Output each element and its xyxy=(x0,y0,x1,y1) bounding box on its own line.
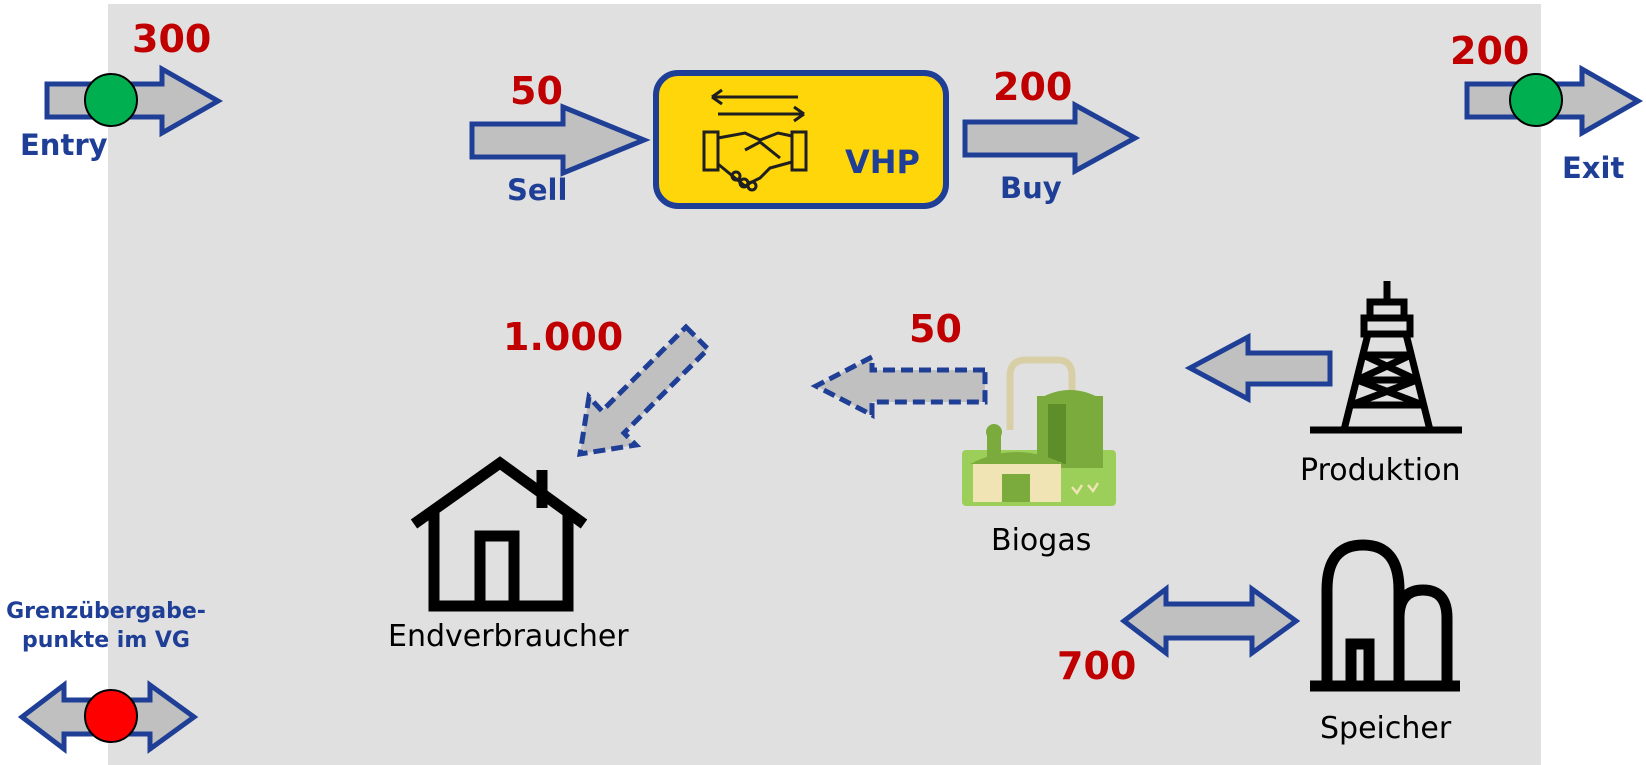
produktion-arrow xyxy=(1184,332,1333,404)
buy-value: 200 xyxy=(993,65,1073,109)
endverbraucher-arrow xyxy=(576,323,712,458)
border-point-status-red-icon xyxy=(84,689,138,743)
storage-tank-icon xyxy=(1310,539,1460,692)
drilling-rig-icon xyxy=(1310,281,1462,434)
sell-value: 50 xyxy=(510,69,563,113)
border-point-arrow xyxy=(17,679,199,755)
exit-arrow xyxy=(1464,64,1644,138)
exit-status-green-icon xyxy=(1509,73,1563,127)
buy-arrow xyxy=(962,100,1141,176)
sell-label: Sell xyxy=(507,173,568,207)
biogas-arrow xyxy=(810,352,988,420)
endverbraucher-value: 1.000 xyxy=(503,315,624,359)
vhp-label: VHP xyxy=(845,143,920,181)
produktion-label: Produktion xyxy=(1300,453,1461,488)
biogas-plant-icon xyxy=(962,356,1116,506)
border-points-label: Grenzübergabe- punkte im VG xyxy=(6,598,206,655)
entry-value: 300 xyxy=(132,17,212,61)
border-points-line1: Grenzübergabe- xyxy=(6,599,206,624)
house-icon xyxy=(410,456,588,612)
buy-label: Buy xyxy=(1000,171,1062,205)
biogas-value: 50 xyxy=(909,307,962,351)
speicher-value: 700 xyxy=(1057,644,1137,688)
vhp-box xyxy=(653,70,949,209)
speicher-label: Speicher xyxy=(1320,711,1452,746)
entry-label: Entry xyxy=(20,128,108,162)
sell-arrow xyxy=(469,103,651,177)
biogas-label: Biogas xyxy=(991,523,1092,558)
entry-status-green-icon xyxy=(84,73,138,127)
entry-arrow xyxy=(44,64,224,138)
endverbraucher-label: Endverbraucher xyxy=(388,619,629,654)
speicher-arrow xyxy=(1119,583,1301,659)
exit-value: 200 xyxy=(1450,29,1530,73)
exit-label: Exit xyxy=(1562,151,1625,185)
border-points-line2: punkte im VG xyxy=(21,627,190,653)
handshake-exchange-icon xyxy=(702,88,808,192)
